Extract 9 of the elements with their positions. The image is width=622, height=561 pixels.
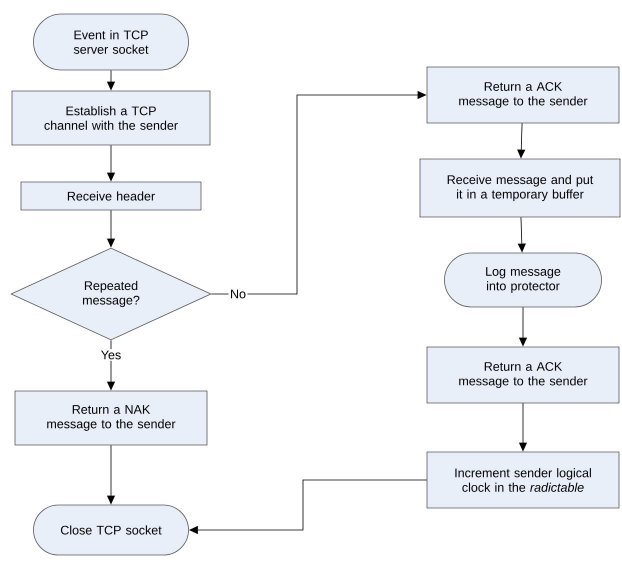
process-box: Increment sender logical clock in the radictable xyxy=(426,452,620,508)
process-box: Return a ACK message to the sender xyxy=(426,66,620,124)
process-box: Receive header xyxy=(20,182,202,210)
process-box: Establish a TCP channel with the sender xyxy=(12,90,210,146)
process-box: Receive message and put it in a temporary buffer xyxy=(420,158,620,218)
process-box: Return a NAK message to the sender xyxy=(14,390,208,446)
edge-label: No xyxy=(228,288,248,300)
process-box: Return a ACK message to the sender xyxy=(426,346,620,404)
edge-label: Yes xyxy=(99,349,123,361)
